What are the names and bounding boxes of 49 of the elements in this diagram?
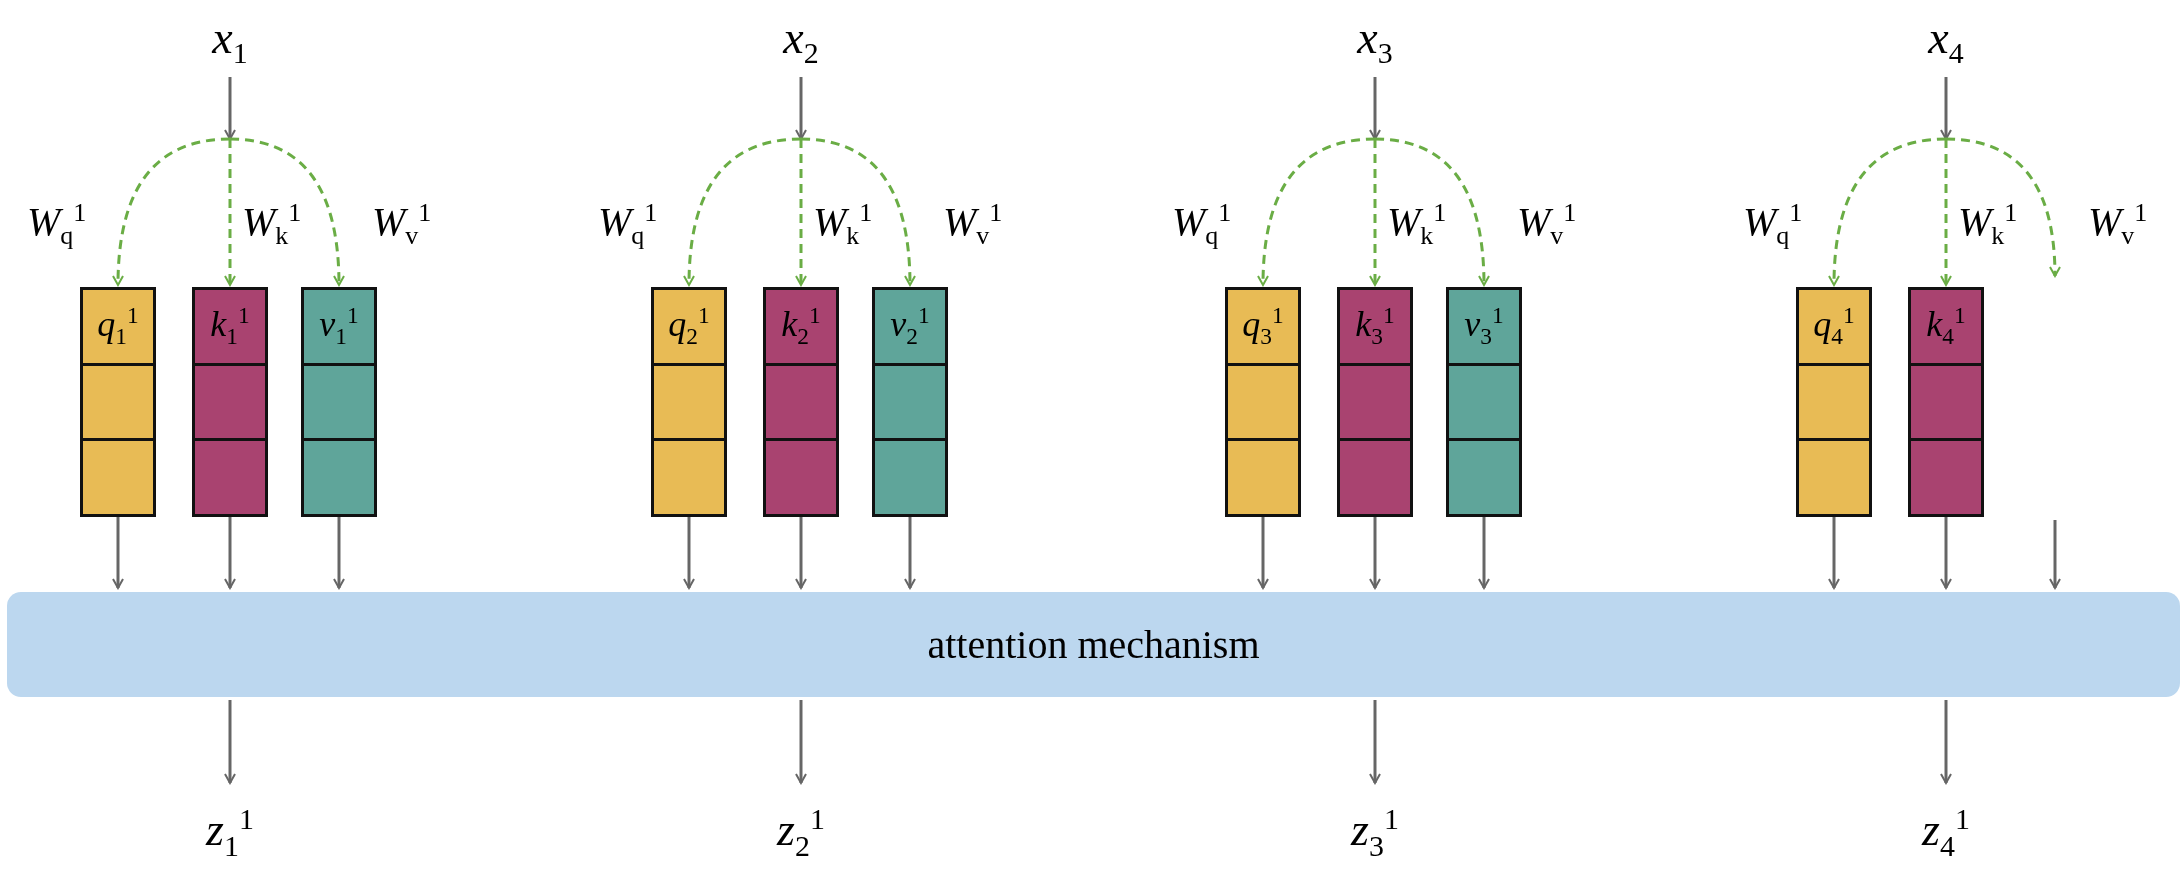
vector-box <box>1796 287 1872 517</box>
vector-box <box>1225 287 1301 517</box>
arrow <box>1828 137 1947 286</box>
arrow <box>1828 517 1840 589</box>
arrow <box>224 517 236 589</box>
arrow <box>795 517 807 589</box>
arrow <box>1369 139 1381 286</box>
arrow <box>2049 520 2061 589</box>
vector-box <box>80 287 156 517</box>
arrow <box>1945 137 2061 277</box>
vector-box <box>1908 287 1984 517</box>
arrow <box>224 700 236 784</box>
arrow <box>1369 517 1381 589</box>
arrow <box>1940 139 1952 286</box>
arrow <box>1940 77 1952 140</box>
arrow <box>904 517 916 589</box>
arrow <box>795 700 807 784</box>
vector-box <box>651 287 727 517</box>
arrow <box>224 139 236 286</box>
arrow <box>1478 517 1490 589</box>
arrow <box>1940 700 1952 784</box>
arrow <box>1369 700 1381 784</box>
arrow <box>333 517 345 589</box>
vector-box <box>763 287 839 517</box>
arrow <box>1940 517 1952 589</box>
input-symbol: x$_{1}$ <box>212 15 248 69</box>
input-symbol: x$_{2}$ <box>783 15 819 69</box>
arrow <box>112 517 124 589</box>
arrow <box>224 77 236 140</box>
band-label: attention mechanism <box>927 621 1260 668</box>
arrow <box>795 77 807 140</box>
input-symbol: x$_{4}$ <box>1928 15 1964 69</box>
arrow <box>1257 517 1269 589</box>
vector-box <box>1446 287 1522 517</box>
vector-box <box>1337 287 1413 517</box>
vector-box <box>192 287 268 517</box>
arrow <box>1374 137 1490 286</box>
arrow <box>683 517 695 589</box>
arrow <box>229 137 345 286</box>
arrow <box>800 137 916 286</box>
input-symbol: x$_{3}$ <box>1357 15 1393 69</box>
arrow <box>683 137 802 286</box>
arrow <box>1257 137 1376 286</box>
arrow <box>112 137 231 286</box>
arrow <box>1369 77 1381 140</box>
vector-box <box>872 287 948 517</box>
attention-band <box>7 592 2180 697</box>
arrow <box>795 139 807 286</box>
vector-box <box>301 287 377 517</box>
